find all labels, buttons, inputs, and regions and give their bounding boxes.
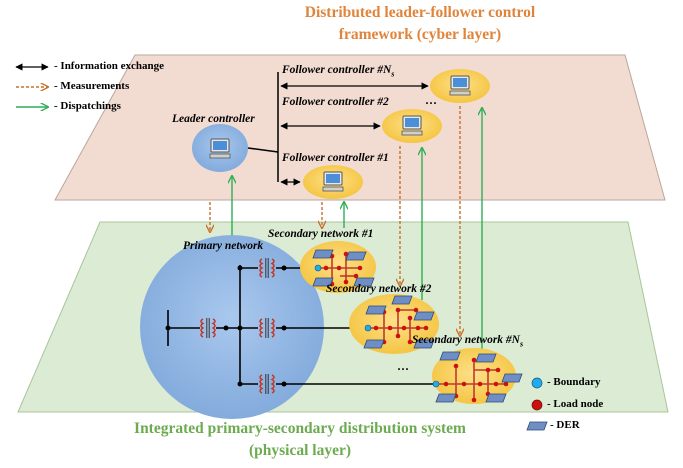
cyber-layer-title: Distributed leader-follower control fram… bbox=[255, 2, 585, 46]
legend-measurements: - Measurements bbox=[54, 80, 130, 92]
cyber-bus bbox=[247, 72, 279, 182]
secondary-network-ns bbox=[432, 348, 523, 404]
follower-2-computer-icon bbox=[401, 115, 423, 136]
legend-der: - DER bbox=[550, 419, 580, 431]
information-exchange-arrows bbox=[280, 82, 429, 186]
legend-dispatchings: - Dispatchings bbox=[54, 100, 121, 112]
follower-controller-2-label: Follower controller #2 bbox=[282, 96, 389, 108]
follower-controller-1-label: Follower controller #1 bbox=[282, 152, 389, 164]
measurement-arrows bbox=[210, 106, 460, 336]
legend-information-exchange: - Information exchange bbox=[54, 60, 164, 72]
secondary-network-1-label: Secondary network #1 bbox=[268, 228, 374, 240]
secondary-network-ns-label: Secondary network #Ns bbox=[412, 334, 524, 349]
cyber-title-line2: framework (cyber layer) bbox=[338, 26, 502, 43]
follower-ns-computer-icon bbox=[449, 75, 471, 96]
secondary-network-2 bbox=[349, 294, 439, 354]
primary-junctions bbox=[165, 265, 287, 387]
physical-title-line2: (physical layer) bbox=[248, 442, 352, 459]
follower-controller-ns-label: Follower controller #Ns bbox=[282, 64, 395, 79]
legend-top-symbols bbox=[15, 63, 48, 107]
follower-ellipsis: ··· bbox=[425, 96, 438, 110]
leader-computer-icon bbox=[209, 138, 231, 159]
leader-controller-label: Leader controller bbox=[172, 113, 255, 125]
legend-bottom-symbols bbox=[526, 377, 548, 431]
legend-load-node: - Load node bbox=[547, 398, 604, 410]
primary-network-label: Primary network bbox=[183, 240, 264, 252]
cyber-title-line1: Distributed leader-follower control bbox=[304, 4, 536, 21]
secondary-network-1 bbox=[300, 241, 376, 293]
legend-boundary: - Boundary bbox=[547, 376, 601, 388]
primary-network-area bbox=[140, 235, 324, 419]
physical-title-line1: Integrated primary-secondary distributio… bbox=[134, 420, 466, 437]
physical-layer-title: Integrated primary-secondary distributio… bbox=[40, 418, 560, 462]
secondary-network-2-label: Secondary network #2 bbox=[326, 283, 432, 295]
secondary-ellipsis: ··· bbox=[397, 362, 410, 376]
follower-1-computer-icon bbox=[322, 171, 344, 192]
